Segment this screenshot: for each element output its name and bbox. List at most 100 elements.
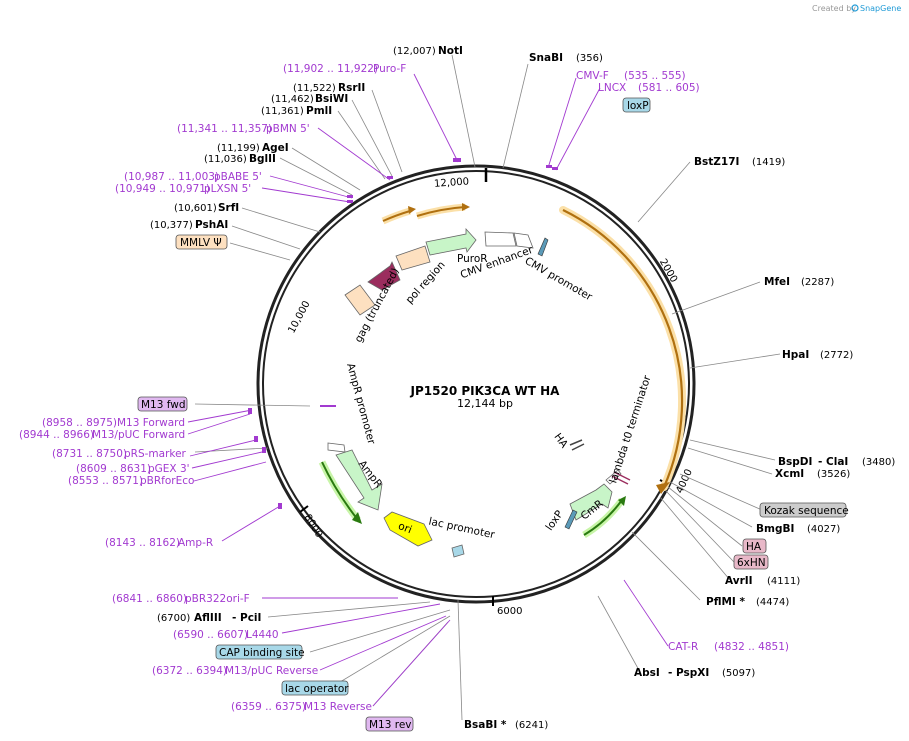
primer-pos-pbmn: (11,341 .. 11,357) bbox=[177, 123, 272, 135]
primer-pos-prs-marker: (8731 .. 8750) bbox=[52, 448, 127, 460]
enzyme-bmgbi[interactable]: BmgBI bbox=[756, 523, 794, 535]
primer-pos-pbabe: (10,987 .. 11,003) bbox=[124, 171, 219, 183]
ori-label: ori bbox=[396, 520, 413, 536]
cmr-shape bbox=[569, 483, 613, 521]
primer-cmv-f[interactable]: CMV-F bbox=[576, 70, 609, 82]
enzyme-noti[interactable]: NotI bbox=[438, 45, 463, 57]
primer-pos-cat-r: (4832 .. 4851) bbox=[714, 641, 789, 653]
enzyme-pflmi[interactable]: PflMI * bbox=[706, 596, 745, 608]
puror-label: PuroR bbox=[457, 253, 488, 265]
enzyme-pos-clai: (3480) bbox=[862, 457, 895, 468]
enzyme-pos-hpai: (2772) bbox=[820, 350, 853, 361]
backbone-inner bbox=[262, 170, 690, 598]
ha-label: HA bbox=[551, 431, 570, 451]
primer-m13puc-reverse[interactable]: M13/pUC Reverse bbox=[225, 665, 318, 677]
enzyme-pos-afliii: (6700) bbox=[157, 613, 190, 624]
enzyme-pos-bsiwi: (11,462) bbox=[271, 94, 314, 105]
primer-pos-m13puc-forward: (8944 .. 8966) bbox=[19, 429, 94, 441]
enzyme-pos-bstz17i: (1419) bbox=[752, 157, 785, 168]
enzyme-bsiwi[interactable]: BsiWI bbox=[315, 93, 348, 105]
enzyme-pos-pmli: (11,361) bbox=[261, 106, 304, 117]
box-ha[interactable]: HA bbox=[742, 538, 767, 554]
cmv-enhancer-shape bbox=[484, 231, 517, 247]
box-lac-operator[interactable]: lac operator bbox=[281, 680, 349, 696]
enzyme-snabi[interactable]: SnaBI bbox=[529, 52, 563, 64]
enzyme-xcmi[interactable]: XcmI bbox=[775, 468, 804, 480]
gag-shape bbox=[344, 284, 376, 316]
lac-prom-shape bbox=[451, 544, 465, 558]
enzyme-pos-avrii: (4111) bbox=[767, 576, 800, 587]
svg-text:CAP binding site: CAP binding site bbox=[219, 647, 305, 659]
enzyme-agei[interactable]: AgeI bbox=[262, 142, 289, 154]
top-arrow-icon bbox=[408, 206, 416, 214]
enzyme-pos-bglii: (11,036) bbox=[204, 154, 247, 165]
backbone-outer bbox=[256, 164, 696, 604]
primer-pos-m13-reverse: (6359 .. 6375) bbox=[231, 701, 306, 713]
enzyme-pos-srfi: (10,601) bbox=[174, 203, 217, 214]
tick-10000: 10,000 bbox=[286, 299, 312, 335]
primer-cat-r[interactable]: CAT-R bbox=[668, 641, 698, 653]
ampr-shape bbox=[335, 449, 383, 511]
box-cap[interactable]: CAP binding site bbox=[215, 644, 305, 660]
enzyme-bsabi[interactable]: BsaBI * bbox=[464, 719, 507, 731]
primer-pos-plxsn: (10,949 .. 10,971) bbox=[115, 183, 210, 195]
primer-l4440[interactable]: L4440 bbox=[246, 629, 279, 641]
primer-pos-pgex: (8609 .. 8631) bbox=[76, 463, 151, 475]
pol-region-shape bbox=[395, 245, 431, 271]
primer-pgex[interactable]: pGEX 3' bbox=[148, 463, 190, 475]
enzyme-srfi[interactable]: SrfI bbox=[218, 202, 239, 214]
snapgene-logo-icon bbox=[851, 4, 859, 12]
enzyme-pos-rsrii: (11,522) bbox=[293, 83, 336, 94]
primer-amp-r[interactable]: Amp-R bbox=[178, 537, 213, 549]
primer-puro-f[interactable]: Puro-F bbox=[373, 63, 406, 75]
primer-pos-amp-r: (8143 .. 8162) bbox=[105, 537, 180, 549]
enzyme-rsrii[interactable]: RsrII bbox=[338, 82, 365, 94]
enzyme-pos-pspxi: (5097) bbox=[722, 668, 755, 679]
lambda-label: lambda t0 terminator bbox=[607, 373, 653, 484]
lac-promoter-label: lac promoter bbox=[428, 516, 497, 542]
enzyme-pshai[interactable]: PshAI bbox=[195, 219, 228, 231]
box-6xhn[interactable]: 6xHN bbox=[733, 554, 769, 570]
enzyme-bspdi[interactable]: BspDI bbox=[778, 456, 812, 468]
primer-pos-puro-f: (11,902 .. 11,922) bbox=[283, 63, 378, 75]
created-by-text: Created by bbox=[812, 4, 856, 13]
box-m13rev[interactable]: M13 rev bbox=[365, 716, 414, 732]
ampr-promoter-shape bbox=[327, 442, 346, 453]
enzyme-mfei[interactable]: MfeI bbox=[764, 276, 790, 288]
primer-pbr322ori[interactable]: pBR322ori-F bbox=[185, 593, 250, 605]
enzyme-pcii[interactable]: - PciI bbox=[232, 612, 261, 624]
ori-shape bbox=[383, 511, 433, 547]
primer-m13-forward[interactable]: M13 Forward bbox=[117, 417, 185, 429]
svg-text:6xHN: 6xHN bbox=[737, 557, 766, 569]
box-kozak[interactable]: Kozak sequence bbox=[759, 502, 849, 518]
svg-text:loxP: loxP bbox=[627, 100, 649, 112]
enzyme-hpai[interactable]: HpaI bbox=[782, 349, 809, 361]
primer-m13-reverse[interactable]: M13 Reverse bbox=[304, 701, 372, 713]
enzyme-clai[interactable]: - ClaI bbox=[818, 456, 848, 468]
enzyme-bglii[interactable]: BglII bbox=[249, 153, 276, 165]
primer-pos-m13-forward: (8958 .. 8975) bbox=[42, 417, 117, 429]
enzyme-pos-bmgbi: (4027) bbox=[807, 524, 840, 535]
enzyme-avrii[interactable]: AvrII bbox=[725, 575, 753, 587]
primer-prs-marker[interactable]: pRS-marker bbox=[124, 448, 187, 460]
primer-pos-pbrforeco: (8553 .. 8571) bbox=[68, 475, 143, 487]
box-mmlv[interactable]: MMLV Ψ bbox=[175, 234, 228, 250]
svg-text:MMLV Ψ: MMLV Ψ bbox=[180, 237, 222, 249]
primer-pbmn[interactable]: pBMN 5' bbox=[266, 123, 310, 135]
svg-text:M13 rev: M13 rev bbox=[369, 719, 412, 731]
enzyme-pos-snabi: (356) bbox=[576, 53, 603, 64]
primer-pbrforeco[interactable]: pBRforEco bbox=[140, 475, 194, 487]
primer-m13puc-forward[interactable]: M13/pUC Forward bbox=[92, 429, 185, 441]
enzyme-pmli[interactable]: PmlI bbox=[306, 105, 332, 117]
enzyme-absi[interactable]: AbsI bbox=[634, 667, 660, 679]
primer-pbabe[interactable]: pBABE 5' bbox=[214, 171, 262, 183]
box-m13fwd[interactable]: M13 fwd bbox=[137, 396, 188, 412]
enzyme-afliii[interactable]: AflIII bbox=[194, 612, 222, 624]
enzyme-bstz17i[interactable]: BstZ17I bbox=[694, 156, 739, 168]
enzyme-pos-pshai: (10,377) bbox=[150, 220, 193, 231]
primer-plxsn[interactable]: pLXSN 5' bbox=[204, 183, 251, 195]
primer-lncx[interactable]: LNCX bbox=[598, 82, 626, 94]
enzyme-pspxi[interactable]: - PspXI bbox=[668, 667, 709, 679]
box-loxp-top[interactable]: loxP bbox=[622, 97, 651, 113]
